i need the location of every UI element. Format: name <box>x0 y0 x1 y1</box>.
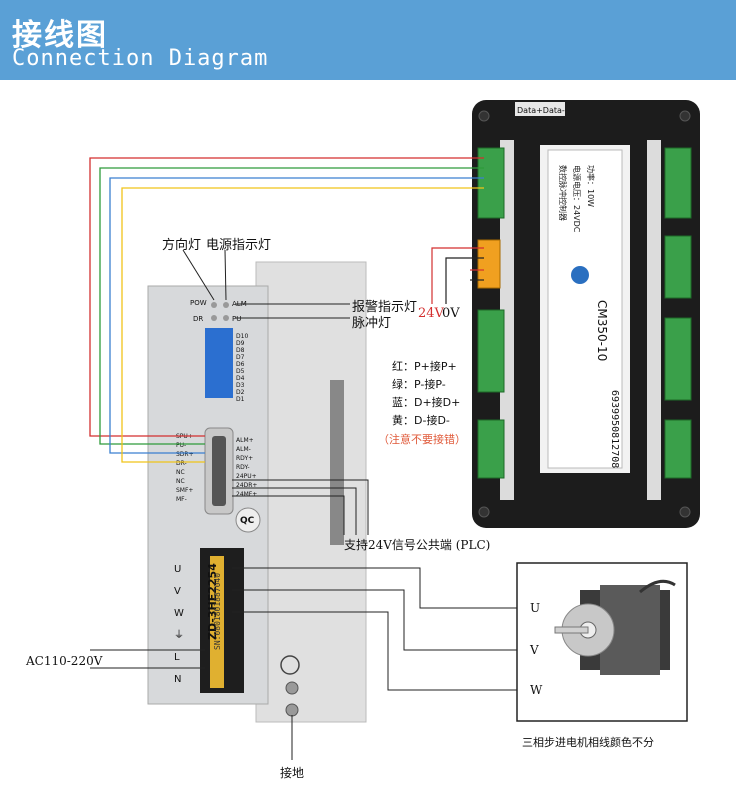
dip-label-D4: D4 <box>236 375 245 382</box>
motor-phase-w: W <box>530 683 543 697</box>
right-pin-4: 24PU+ <box>236 473 257 480</box>
terminal-label-5: N <box>174 674 181 685</box>
wire-24v <box>431 247 484 304</box>
wire-red <box>89 157 484 437</box>
ac-label: AC110-220V <box>26 654 103 668</box>
legend-green: 绿：P-接P- <box>392 378 446 391</box>
dip-label-D8: D8 <box>236 347 245 354</box>
alarm-lamp-label: 报警指示灯 <box>352 300 418 315</box>
dip-label-D2: D2 <box>236 389 245 396</box>
wire-green <box>99 167 484 445</box>
led-pu: PU <box>232 315 241 323</box>
right-pin-5: 24DR+ <box>236 482 257 489</box>
left-pin-6: SMF+ <box>176 487 193 494</box>
controller-line-1: 数控脉冲控制器 <box>558 165 568 221</box>
driver: QC ZD-3HE2254 SN:0801801887040 POW ALM D… <box>147 261 367 723</box>
left-pin-1: PU- <box>176 442 186 449</box>
driver-model: ZD-3HE2254 <box>206 563 219 640</box>
right-pin-0: ALM+ <box>236 437 254 444</box>
dip-label-D7: D7 <box>236 354 245 361</box>
v24-label: 24V <box>418 306 444 321</box>
left-pin-7: MF- <box>176 496 187 503</box>
right-pin-2: RDY+ <box>236 455 253 462</box>
led-dr: DR <box>193 315 203 323</box>
wire-0v <box>445 257 484 304</box>
power-wires <box>431 247 484 304</box>
terminal-labels: UVW ⏚ LN <box>174 564 184 685</box>
callout-lines <box>90 249 520 760</box>
controller-line-4: 功率：10W <box>586 165 596 207</box>
controller-name: CM350-10 <box>595 300 609 361</box>
controller-code: 6939950812708 <box>609 390 620 468</box>
common-label: 支持24V信号公共端 (PLC) <box>344 538 491 552</box>
wire-blue <box>109 177 484 454</box>
dip-label-D9: D9 <box>236 340 245 347</box>
legend-red: 红：P+接P+ <box>392 360 457 373</box>
controller-line-3: 电源电压：24VDC <box>572 165 582 233</box>
motor <box>516 562 688 722</box>
controller: Data+Data- 数控脉冲控制器 电源电压：24VDC 功率：10W CM3… <box>472 100 700 528</box>
right-pin-3: RDY- <box>236 464 250 471</box>
page-title: 接线图 <box>12 18 108 53</box>
right-pin-1: ALM- <box>236 446 251 453</box>
direction-lamp-label: 方向灯 <box>162 238 202 253</box>
page-subtitle: Connection Diagram <box>12 46 269 71</box>
terminal-label-0: U <box>174 564 181 575</box>
wire-yellow <box>121 187 484 463</box>
legend-yellow: 黄：D-接D- <box>392 414 450 427</box>
power-lamp-label: 电源指示灯 <box>206 238 272 253</box>
right-pin-6: 24MF+ <box>236 491 257 498</box>
header-banner: 接线图 Connection Diagram <box>0 0 736 80</box>
left-pin-5: NC <box>176 478 185 485</box>
led-pow: POW <box>190 299 207 307</box>
motor-phase-v: V <box>530 643 539 657</box>
legend-warning: （注意不要接错） <box>378 433 466 446</box>
controller-top-label: Data+Data- <box>517 106 565 115</box>
dip-label-D10: D10 <box>236 333 248 340</box>
motor-note: 三相步进电机相线颜色不分 <box>522 736 654 749</box>
legend-blue: 蓝：D+接D+ <box>392 396 461 409</box>
right-pins: ALM+ ALM- RDY+ RDY- 24PU+ 24DR+ 24MF+ <box>236 437 257 498</box>
terminal-label-1: V <box>174 586 181 597</box>
left-pin-2: SDR+ <box>176 451 194 458</box>
pulse-lamp-label: 脉冲灯 <box>352 316 392 331</box>
signal-wires <box>89 157 484 463</box>
v0-label: 0V <box>442 306 460 321</box>
driver-serial: SN:0801801887040 <box>213 573 222 650</box>
terminal-label-4: L <box>174 652 180 663</box>
left-pin-4: NC <box>176 469 185 476</box>
qc-label: QC <box>240 516 255 526</box>
ground-label: 接地 <box>280 766 305 780</box>
dip-label-D6: D6 <box>236 361 245 368</box>
terminal-label-2: W <box>174 608 184 619</box>
dip-label-D5: D5 <box>236 368 245 375</box>
motor-phase-u: U <box>530 601 541 615</box>
terminal-label-3: ⏚ <box>174 629 184 641</box>
left-pin-3: DR- <box>176 460 187 467</box>
dip-label-D3: D3 <box>236 382 245 389</box>
dip-label-D1: D1 <box>236 396 245 403</box>
